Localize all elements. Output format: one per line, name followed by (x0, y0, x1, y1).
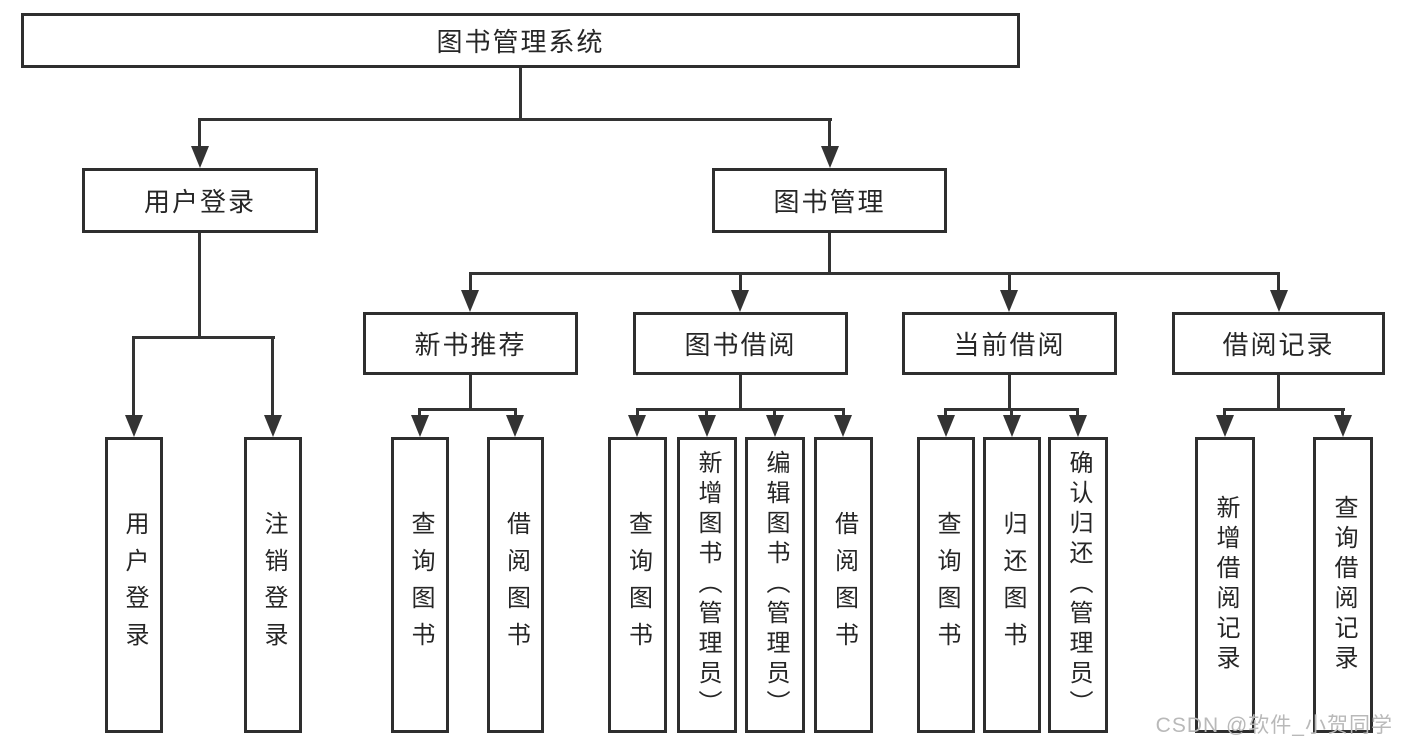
connector-line (1008, 375, 1011, 411)
leaf-edit-book-admin: 编辑图书（管理员） (745, 437, 805, 733)
leaf-query-borrow-record: 查询借阅记录 (1313, 437, 1373, 733)
arrowhead-down-icon (461, 290, 479, 312)
arrowhead-down-icon (411, 415, 429, 437)
arrowhead-down-icon (1000, 290, 1018, 312)
connector-line (519, 68, 522, 120)
node-borrow-record: 借阅记录 (1172, 312, 1385, 375)
connector-line (271, 336, 274, 417)
connector-line (514, 408, 517, 418)
connector-line (773, 408, 776, 418)
arrowhead-down-icon (1003, 415, 1021, 437)
leaf-borrow-book-1: 借阅图书 (487, 437, 544, 733)
connector-line (418, 408, 421, 418)
arrowhead-down-icon (937, 415, 955, 437)
node-new-book-recommend: 新书推荐 (363, 312, 578, 375)
arrowhead-down-icon (698, 415, 716, 437)
arrowhead-down-icon (1216, 415, 1234, 437)
leaf-borrow-book-2: 借阅图书 (814, 437, 873, 733)
arrowhead-down-icon (1334, 415, 1352, 437)
connector-line (132, 336, 135, 417)
arrowhead-down-icon (1270, 290, 1288, 312)
connector-line (469, 375, 472, 411)
connector-line (636, 408, 639, 418)
connector-line (1010, 408, 1013, 418)
leaf-return-book: 归还图书 (983, 437, 1041, 733)
connector-line (199, 118, 832, 121)
arrowhead-down-icon (506, 415, 524, 437)
arrowhead-down-icon (834, 415, 852, 437)
connector-line (198, 233, 201, 339)
leaf-add-book-admin: 新增图书（管理员） (677, 437, 737, 733)
connector-line (739, 272, 742, 292)
leaf-add-borrow-record: 新增借阅记录 (1195, 437, 1255, 733)
connector-line (1223, 408, 1345, 411)
arrowhead-down-icon (191, 146, 209, 168)
leaf-confirm-return-admin: 确认归还（管理员） (1048, 437, 1108, 733)
leaf-query-book-3: 查询图书 (917, 437, 975, 733)
leaf-query-book-1: 查询图书 (391, 437, 449, 733)
leaf-logout: 注销登录 (244, 437, 302, 733)
arrowhead-down-icon (1069, 415, 1087, 437)
connector-line (828, 233, 831, 275)
connector-line (198, 118, 201, 154)
connector-line (1341, 408, 1344, 418)
node-user-login: 用户登录 (82, 168, 318, 233)
connector-line (705, 408, 708, 418)
connector-line (419, 408, 517, 411)
connector-line (1076, 408, 1079, 418)
node-library-management-system: 图书管理系统 (21, 13, 1020, 68)
connector-line (828, 118, 831, 154)
connector-line (1277, 375, 1280, 411)
connector-line (1277, 272, 1280, 292)
leaf-query-book-2: 查询图书 (608, 437, 667, 733)
connector-line (469, 272, 1280, 275)
arrowhead-down-icon (264, 415, 282, 437)
connector-line (944, 408, 947, 418)
node-book-borrow: 图书借阅 (633, 312, 848, 375)
arrowhead-down-icon (125, 415, 143, 437)
connector-line (636, 408, 845, 411)
connector-line (1223, 408, 1226, 418)
connector-line (469, 272, 472, 292)
node-book-management: 图书管理 (712, 168, 947, 233)
connector-line (842, 408, 845, 418)
node-current-borrow: 当前借阅 (902, 312, 1117, 375)
connector-line (739, 375, 742, 411)
arrowhead-down-icon (766, 415, 784, 437)
connector-line (1008, 272, 1011, 292)
leaf-user-login: 用户登录 (105, 437, 163, 733)
arrowhead-down-icon (628, 415, 646, 437)
connector-line (133, 336, 275, 339)
arrowhead-down-icon (821, 146, 839, 168)
arrowhead-down-icon (731, 290, 749, 312)
csdn-watermark: CSDN @软件_小贺同学 (1155, 714, 1393, 737)
